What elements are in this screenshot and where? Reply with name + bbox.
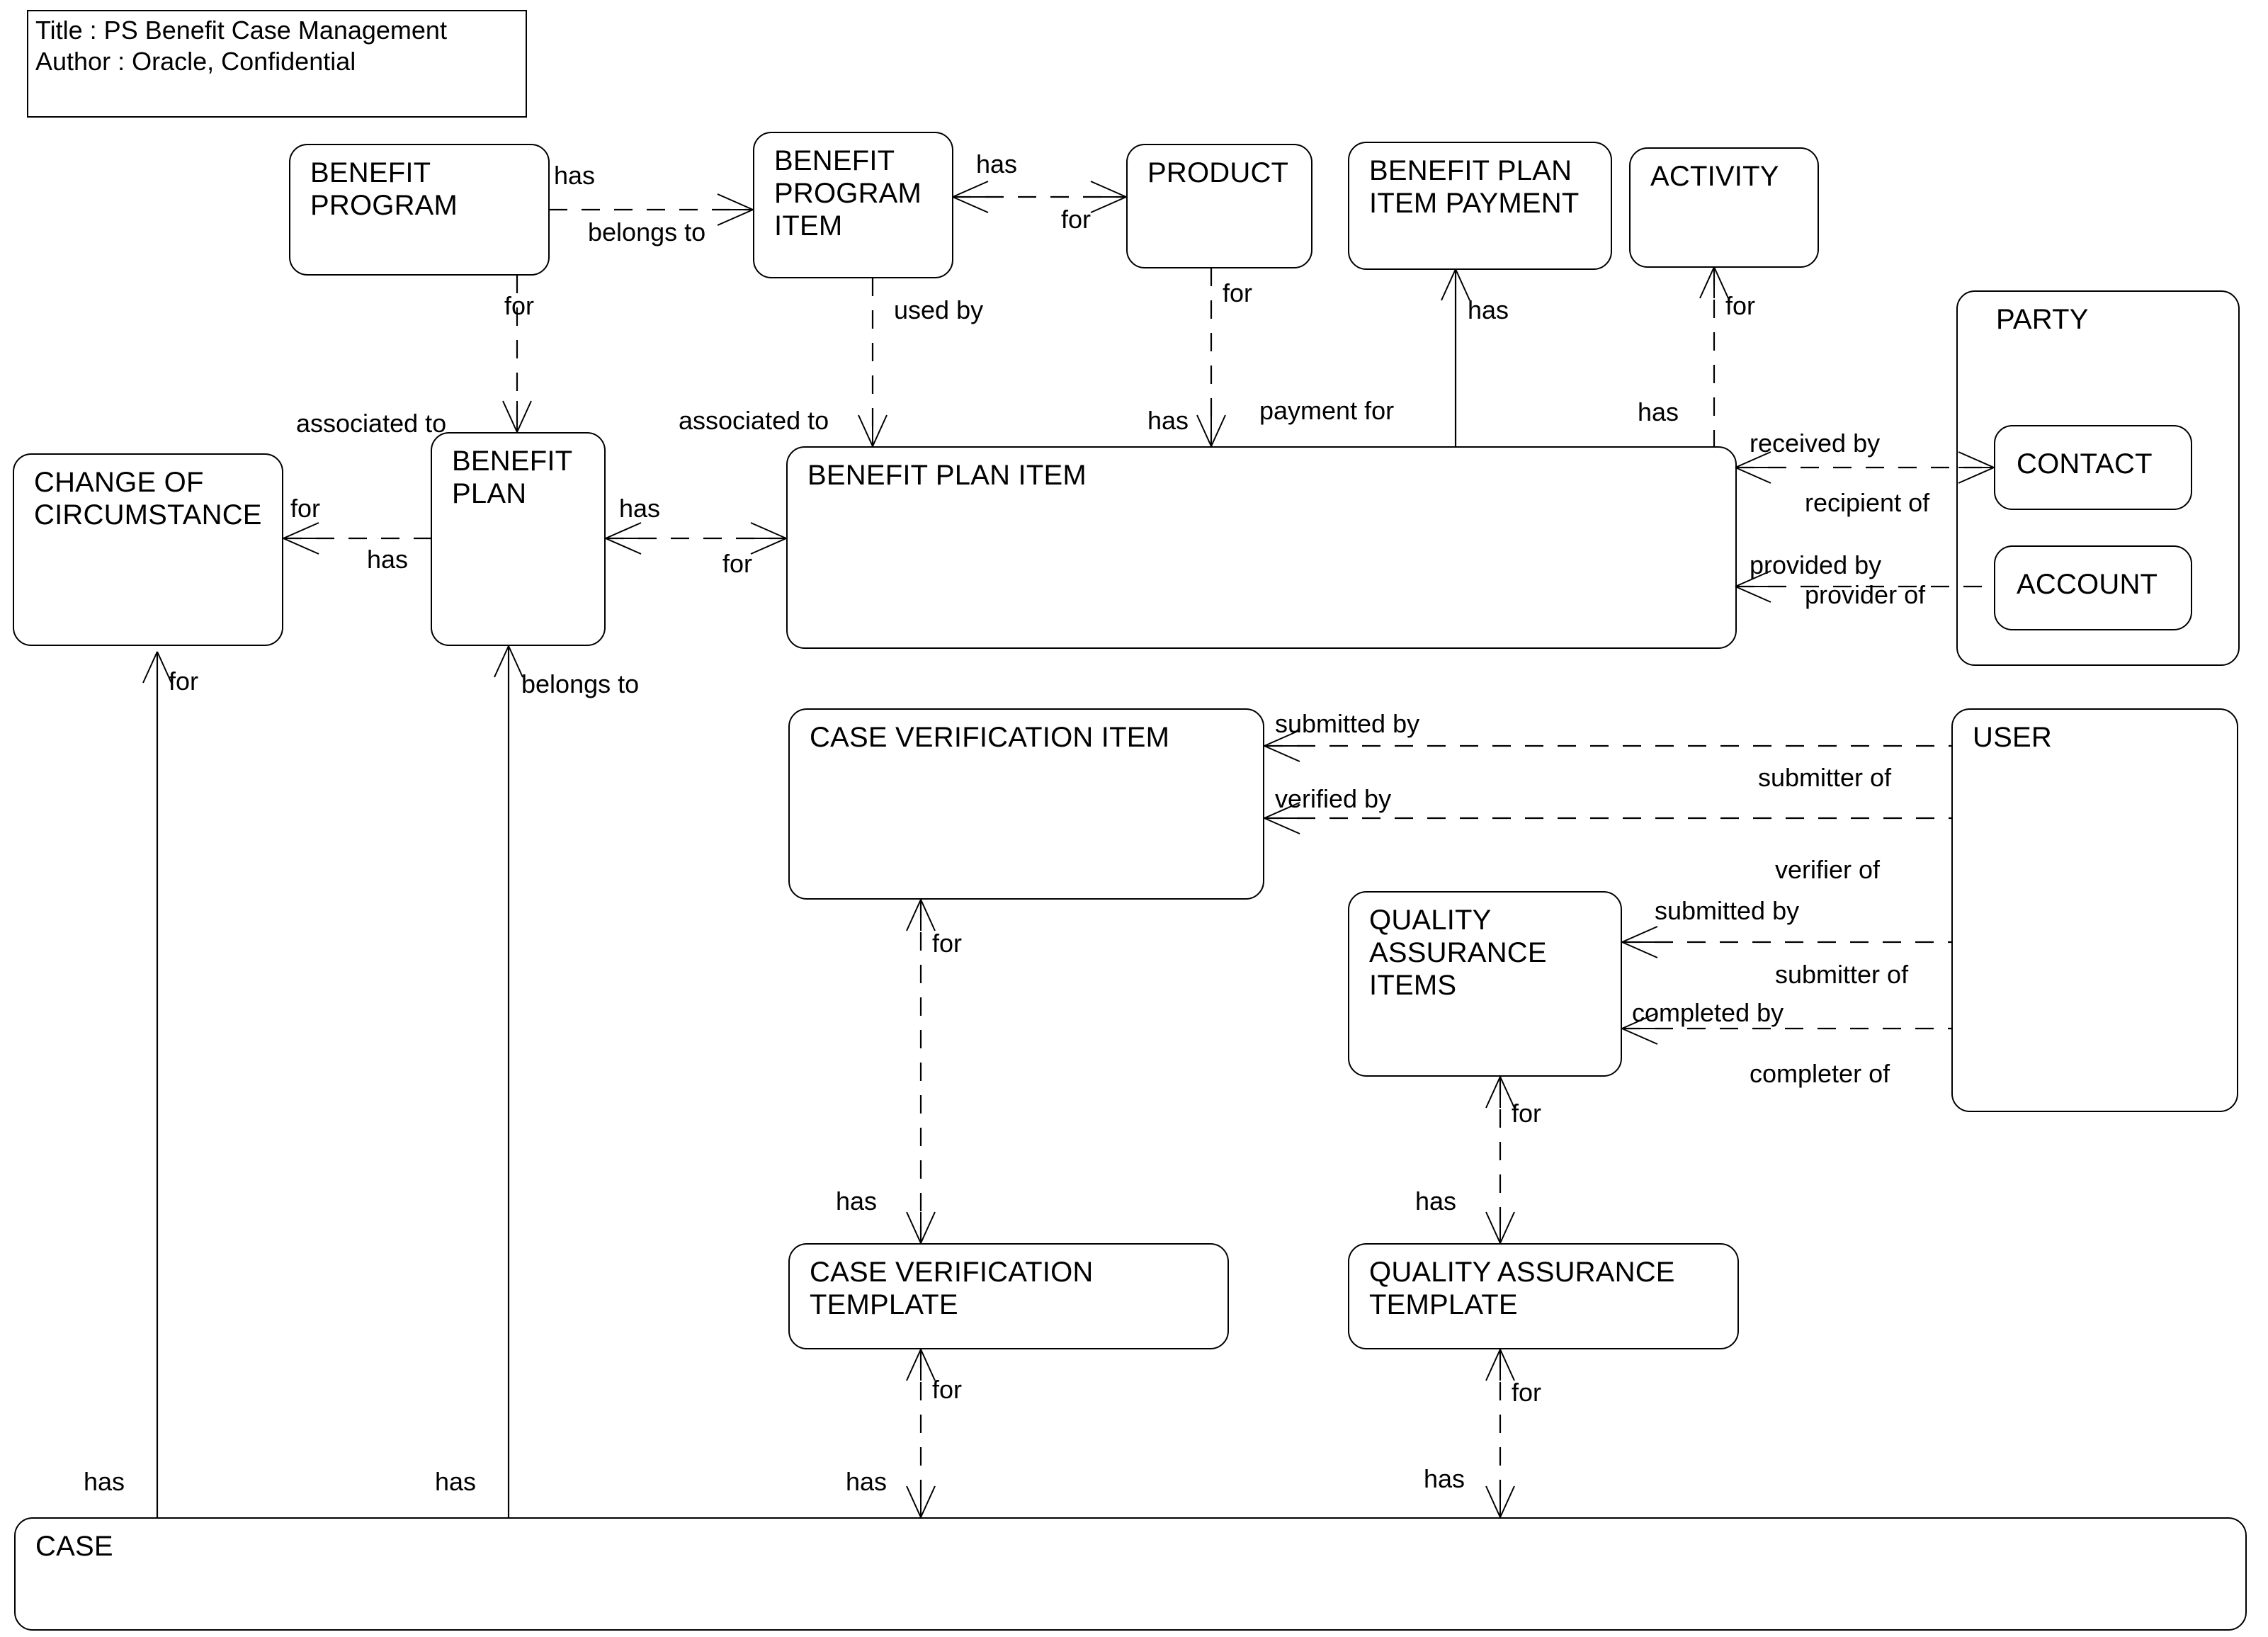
entity-user[interactable]: USER	[1951, 708, 2238, 1112]
relationship-label-has-case-coc: has	[84, 1467, 125, 1496]
entity-benefit-plan-item[interactable]: BENEFIT PLAN ITEM	[786, 446, 1737, 649]
entity-account[interactable]: ACCOUNT	[1994, 545, 2192, 630]
relationship-label-for-plan-program: for	[504, 291, 535, 320]
entity-label: CONTACT	[2017, 448, 2153, 480]
relationship-label-provider-of: provider of	[1805, 580, 1926, 609]
entity-benefit-plan-item-payment[interactable]: BENEFIT PLAN ITEM PAYMENT	[1348, 142, 1612, 270]
entity-activity[interactable]: ACTIVITY	[1629, 147, 1819, 268]
relationship-label-for-case-cvt: for	[932, 1375, 963, 1404]
relationship-label-for-program-item: for	[1061, 205, 1092, 234]
entity-label: BENEFIT PROGRAM	[310, 157, 458, 221]
relationship-label-for-cv-template: for	[932, 929, 963, 958]
entity-label: CHANGE OF CIRCUMSTANCE	[34, 467, 262, 531]
relationship-label-for-circumstance: for	[290, 494, 321, 523]
relationship-label-has-case-plan: has	[435, 1467, 477, 1496]
relationship-label-has-circumstance-plan: has	[367, 545, 409, 574]
entity-label: ACTIVITY	[1650, 161, 1779, 192]
entity-benefit-plan[interactable]: BENEFIT PLAN	[431, 432, 606, 646]
relationship-label-belongs-to-case-plan: belongs to	[521, 669, 640, 698]
entity-benefit-program[interactable]: BENEFIT PROGRAM	[289, 144, 550, 276]
relationship-label-completer-of: completer of	[1750, 1059, 1890, 1088]
entity-change-of-circumstance[interactable]: CHANGE OF CIRCUMSTANCE	[13, 453, 283, 646]
relationship-label-has-payment: has	[1468, 295, 1509, 324]
entity-label: QUALITY ASSURANCE ITEMS	[1369, 905, 1547, 1001]
relationship-label-for-plan: for	[722, 549, 753, 578]
relationship-label-received-by: received by	[1750, 429, 1881, 458]
entity-label: BENEFIT PLAN ITEM PAYMENT	[1369, 155, 1580, 219]
relationship-label-submitter-of-qa: submitter of	[1775, 960, 1909, 989]
relationship-label-for-case-qat: for	[1512, 1378, 1542, 1407]
entity-label: BENEFIT PLAN	[452, 446, 573, 509]
entity-label: BENEFIT PROGRAM ITEM	[774, 145, 922, 242]
entity-case-verification-item[interactable]: CASE VERIFICATION ITEM	[788, 708, 1264, 900]
relationship-label-payment-for: payment for	[1259, 396, 1395, 425]
title-block: Title : PS Benefit Case Management Autho…	[27, 10, 527, 118]
entity-label: BENEFIT PLAN ITEM	[807, 460, 1087, 491]
diagram-title-text: Title : PS Benefit Case Management	[35, 16, 447, 45]
relationship-label-verified-by: verified by	[1275, 784, 1392, 813]
relationship-label-has-cv-template: has	[836, 1186, 878, 1216]
relationship-label-has-plan-item: has	[619, 494, 661, 523]
entity-case[interactable]: CASE	[14, 1517, 2247, 1631]
relationship-label-associated-to-plan-item: associated to	[679, 406, 829, 435]
relationship-label-has-case-qat: has	[1424, 1464, 1465, 1493]
relationship-label-for-product-item: for	[1223, 278, 1253, 307]
entity-label: PARTY	[1996, 304, 2089, 335]
entity-benefit-program-item[interactable]: BENEFIT PROGRAM ITEM	[753, 132, 953, 278]
relationship-label-has-program-item: has	[554, 161, 596, 190]
relationship-label-has-activity-item: has	[1638, 397, 1679, 426]
relationship-label-associated-to-plan: associated to	[296, 409, 447, 438]
relationship-label-recipient-of: recipient of	[1805, 488, 1930, 517]
relationship-label-for-case-circumstance: for	[169, 667, 199, 696]
entity-quality-assurance-items[interactable]: QUALITY ASSURANCE ITEMS	[1348, 891, 1622, 1077]
entity-case-verification-template[interactable]: CASE VERIFICATION TEMPLATE	[788, 1243, 1229, 1349]
entity-label: PRODUCT	[1147, 157, 1289, 188]
entity-label: ACCOUNT	[2017, 569, 2158, 600]
relationship-label-completed-by: completed by	[1632, 998, 1784, 1027]
entity-label: CASE VERIFICATION TEMPLATE	[810, 1257, 1094, 1320]
entity-contact[interactable]: CONTACT	[1994, 425, 2192, 510]
relationship-label-verifier-of: verifier of	[1775, 855, 1881, 884]
relationship-label-has-qa-template: has	[1415, 1186, 1457, 1216]
relationship-label-submitter-of-cvi: submitter of	[1758, 763, 1892, 792]
relationship-label-for-activity: for	[1725, 291, 1756, 320]
entity-label: CASE VERIFICATION ITEM	[810, 722, 1170, 753]
relationship-label-submitted-by-qa: submitted by	[1655, 896, 1800, 925]
relationship-label-used-by: used by	[894, 295, 984, 324]
relationship-label-has-case-cvt: has	[846, 1467, 888, 1496]
entity-label: USER	[1973, 722, 2052, 753]
entity-product[interactable]: PRODUCT	[1126, 144, 1312, 268]
relationship-label-submitted-by-cvi: submitted by	[1275, 709, 1420, 738]
entity-label: QUALITY ASSURANCE TEMPLATE	[1369, 1257, 1675, 1320]
entity-quality-assurance-template[interactable]: QUALITY ASSURANCE TEMPLATE	[1348, 1243, 1739, 1349]
relationship-label-belongs-to-program: belongs to	[588, 217, 706, 247]
relationship-label-provided-by: provided by	[1750, 550, 1882, 579]
entity-label: CASE	[35, 1531, 113, 1562]
relationship-label-has-product: has	[976, 149, 1018, 179]
entity-party[interactable]: PARTY	[1956, 290, 2240, 666]
relationship-label-for-qa-template: for	[1512, 1099, 1542, 1128]
relationship-label-has-plan-item-product: has	[1147, 406, 1189, 435]
diagram-author-text: Author : Oracle, Confidential	[35, 47, 356, 76]
